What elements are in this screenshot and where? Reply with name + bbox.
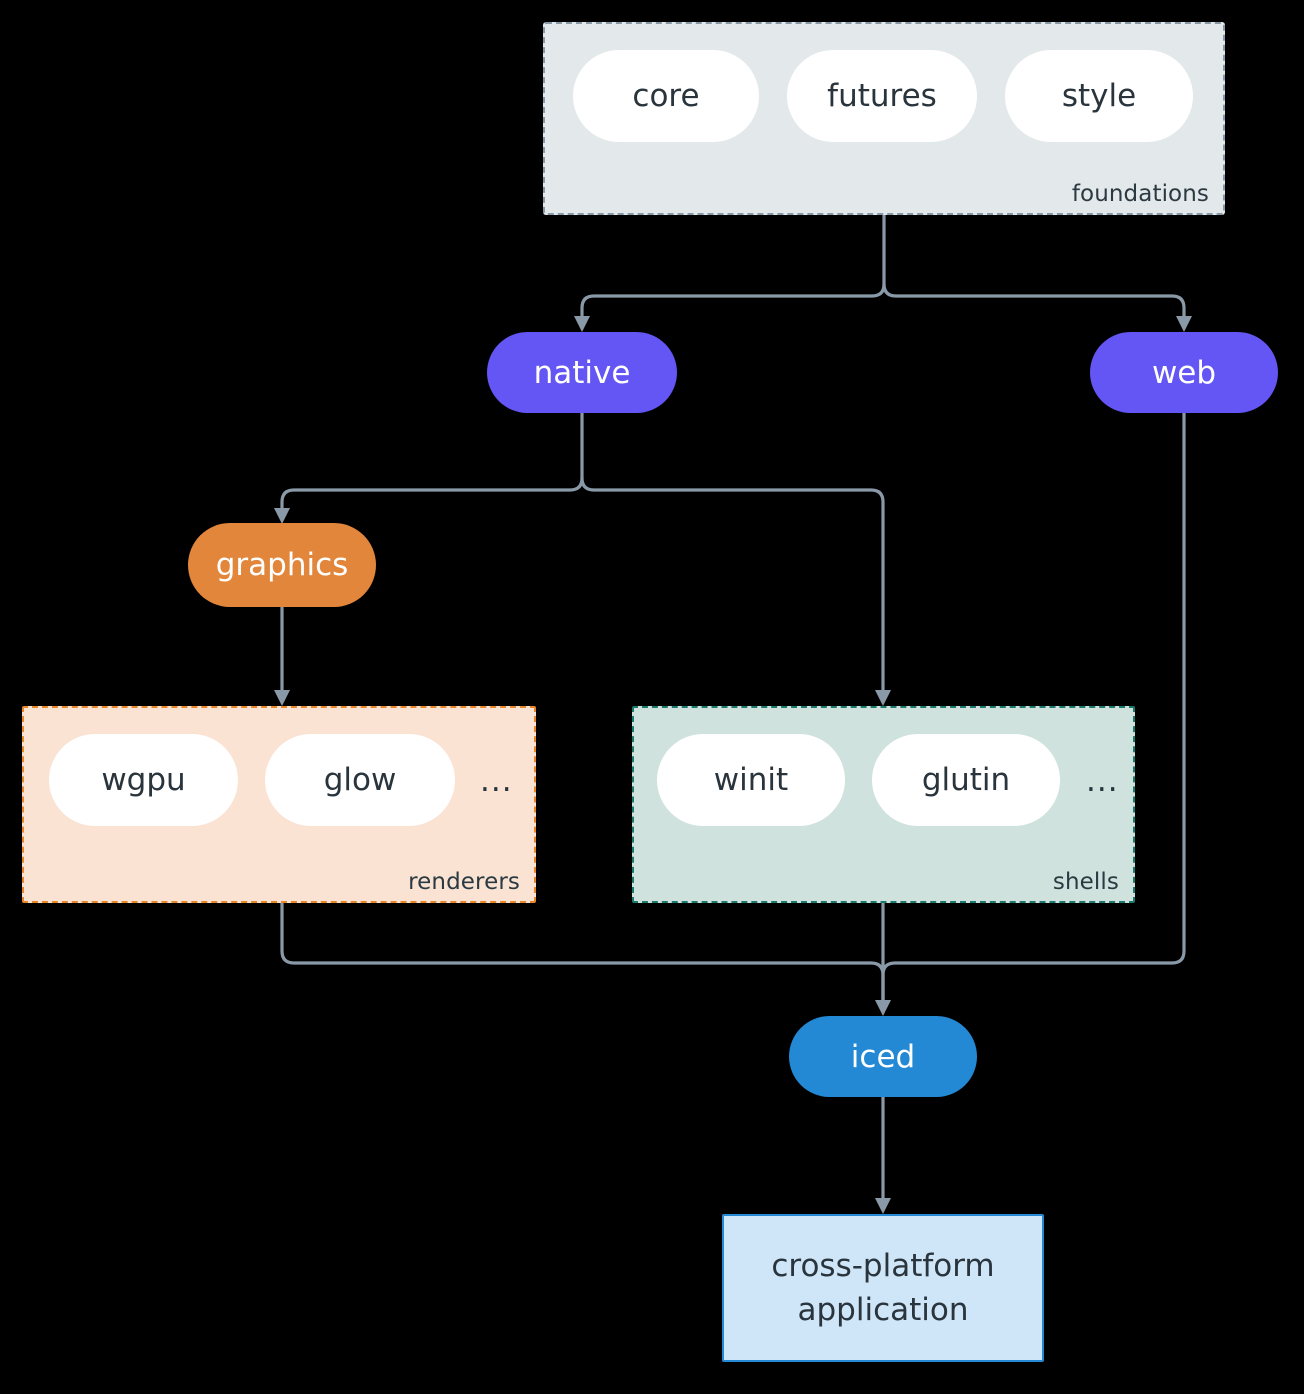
cluster-renderers-label: renderers <box>408 869 520 895</box>
cluster-foundations-label: foundations <box>1071 181 1209 207</box>
arrowhead-web <box>1176 316 1192 332</box>
application-line-2: application <box>797 1292 969 1328</box>
node-wgpu[interactable]: wgpu <box>49 734 238 826</box>
shells-ellipsis: ... <box>1086 763 1119 799</box>
node-web[interactable]: web <box>1090 332 1278 413</box>
application-line-1: cross-platform <box>771 1247 995 1284</box>
node-glutin[interactable]: glutin <box>872 734 1060 826</box>
cluster-shells-label: shells <box>1052 869 1119 895</box>
edge-native-to-shells <box>580 476 885 694</box>
node-style[interactable]: style <box>1005 50 1193 142</box>
arrowhead-application <box>875 1198 891 1214</box>
node-winit[interactable]: winit <box>657 734 845 826</box>
arrowhead-iced <box>875 1000 891 1016</box>
arrowhead-graphics <box>274 508 290 524</box>
edge-web-to-iced <box>881 411 1186 1004</box>
edge-foundations-to-web <box>882 282 1186 320</box>
node-core[interactable]: core <box>573 50 759 142</box>
node-futures[interactable]: futures <box>787 50 977 142</box>
edge-foundations-to-native <box>580 282 886 320</box>
node-graphics[interactable]: graphics <box>188 523 376 607</box>
arrowhead-renderers <box>274 690 290 706</box>
node-native[interactable]: native <box>487 332 677 413</box>
arrowhead-native <box>574 316 590 332</box>
node-glow[interactable]: glow <box>265 734 455 826</box>
node-cross-platform-application[interactable]: cross-platform application <box>722 1214 1044 1362</box>
arrowhead-shells <box>875 690 891 706</box>
edge-renderers-to-iced <box>280 901 885 1004</box>
renderers-ellipsis: ... <box>480 763 513 799</box>
edge-native-to-graphics <box>280 476 584 512</box>
node-iced[interactable]: iced <box>789 1016 977 1097</box>
